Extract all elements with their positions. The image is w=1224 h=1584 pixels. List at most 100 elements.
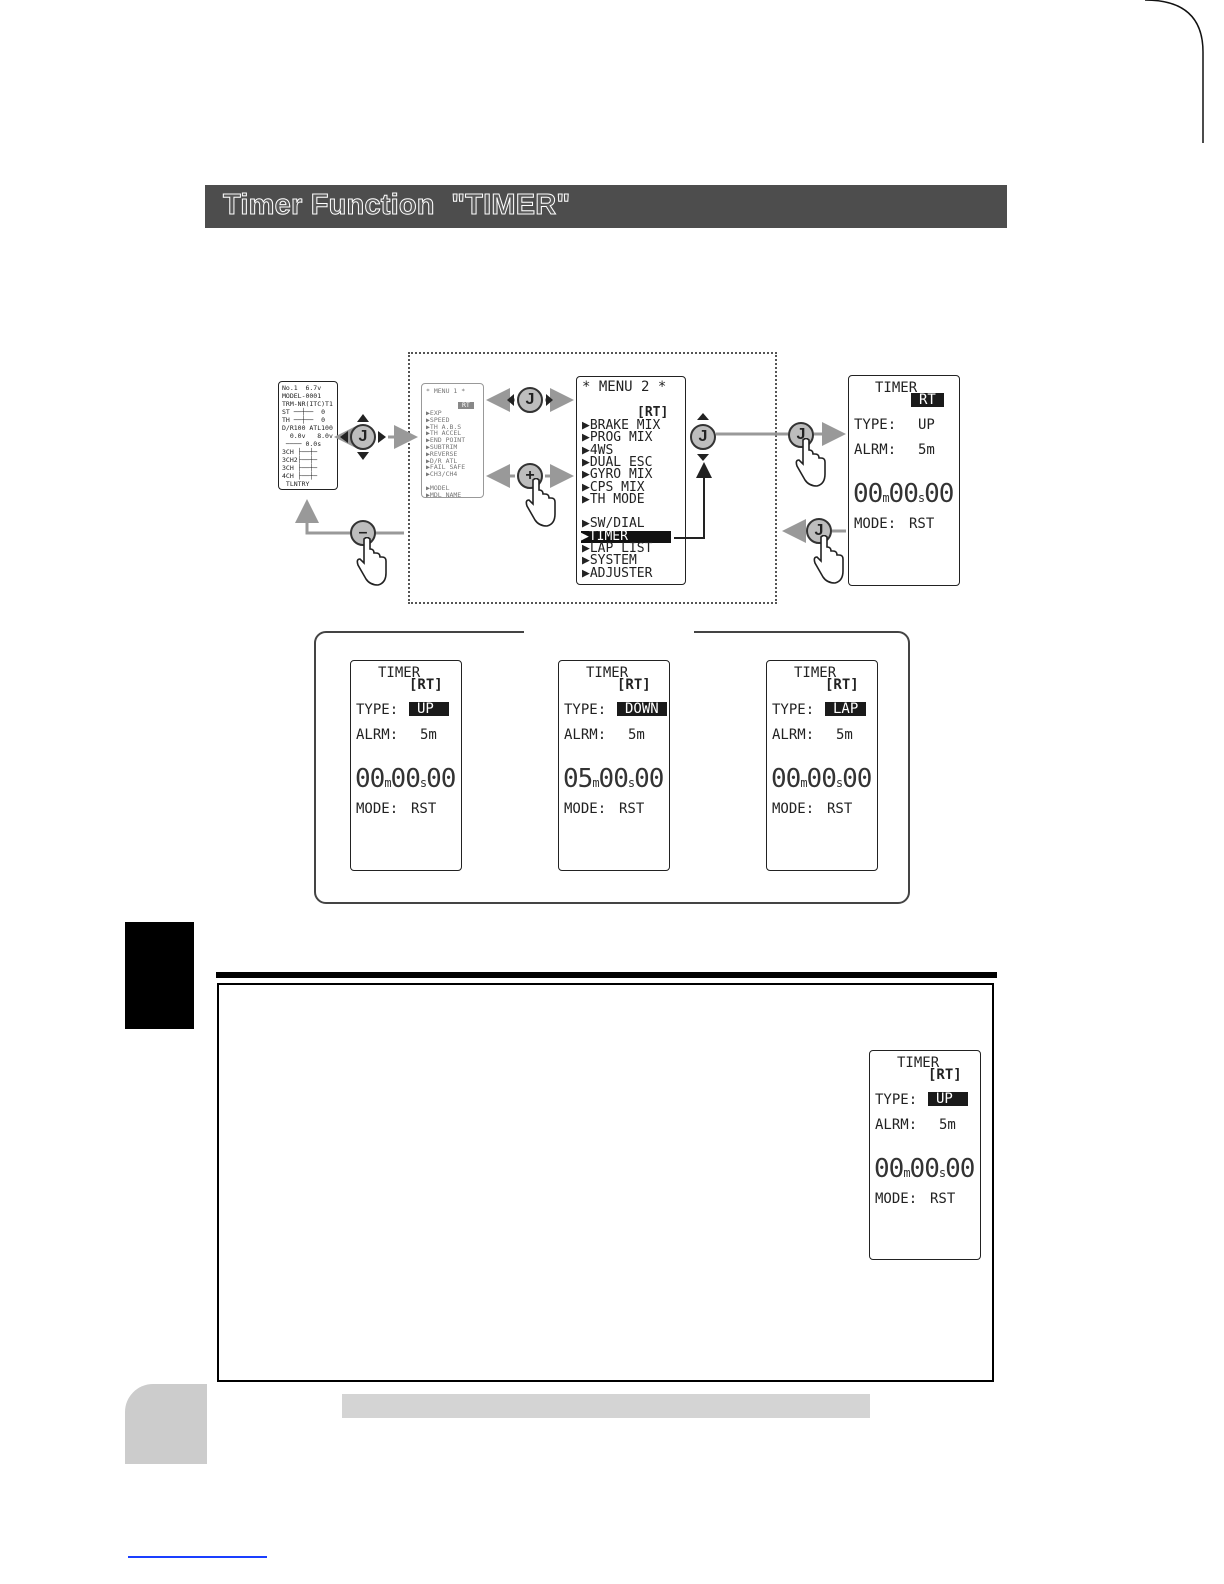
time-min: 00	[853, 479, 883, 509]
mode-value: RST	[909, 516, 935, 532]
menu1-item[interactable]: ▶MDL NAME	[426, 490, 462, 499]
time-unit-m: m	[592, 776, 599, 790]
joystick-pad-icon[interactable]	[338, 412, 388, 462]
joystick-ud-icon	[697, 413, 709, 461]
minus-button[interactable]: –	[350, 520, 376, 546]
home-screen-line: D/R100 ATL100	[282, 424, 333, 432]
home-screen-line: TLNTRY	[282, 480, 314, 488]
timer-type-value: LAP	[825, 702, 867, 716]
menu2-item[interactable]: ▶ADJUSTER	[582, 565, 653, 581]
menu1-item[interactable]: ▶FAIL SAFE	[426, 463, 466, 472]
timer-title: TIMER	[875, 380, 918, 396]
joystick-button-select[interactable]: J	[690, 424, 716, 450]
menu2-item[interactable]: ▶SW/DIAL	[582, 516, 645, 532]
timer-mode-value: RST	[930, 1191, 956, 1207]
home-screen-line: 3CH ├──┼─	[282, 464, 318, 472]
menu2-item[interactable]: ▶DUAL ESC	[582, 454, 653, 470]
time-sec: 00	[909, 1154, 940, 1184]
timer-badge: RT	[911, 393, 944, 407]
menu1-item[interactable]: ▶D/R ATL	[426, 456, 458, 465]
menu1-item[interactable]: ▶SUBTRIM	[426, 443, 458, 451]
menu1-item[interactable]: ▶EXP	[426, 409, 442, 417]
menu1-title: * MENU 1 *	[426, 387, 466, 395]
timer-badge: [RT]	[617, 677, 651, 693]
menu2-item[interactable]: ▶LAP LIST	[582, 541, 653, 556]
timer-badge: [RT]	[928, 1067, 962, 1083]
type-label: TYPE:	[854, 417, 897, 433]
menu2-item[interactable]: ▶BRAKE MIX	[582, 418, 661, 433]
menu1-item[interactable]: ▶END POINT	[426, 436, 466, 445]
timer-mode-label: MODE:	[875, 1191, 918, 1207]
menu2-item-selected[interactable]: ▶TIMER	[581, 530, 671, 543]
joystick-button-menu[interactable]: J	[517, 387, 543, 413]
alarm-label: ALRM:	[854, 442, 897, 458]
time-cs: 00	[842, 764, 872, 794]
timer-alarm-value: 5m	[628, 727, 645, 743]
alarm-value: 5m	[918, 442, 935, 458]
home-screen-line: ST ──┼── 0	[282, 408, 326, 416]
menu2-item[interactable]: ▶PROG MIX	[582, 430, 653, 446]
timer-alarm-label: ALRM:	[772, 727, 815, 743]
timer-mode-label: MODE:	[772, 801, 815, 817]
menu2-item[interactable]: ▶4WS	[582, 442, 614, 458]
menu1-screen: * MENU 1 * RT ▶EXP▶SPEED▶TH A.B.S▶TH ACC…	[421, 383, 484, 498]
side-section-tab	[125, 922, 194, 1029]
timer-badge: [RT]	[825, 677, 859, 693]
timer-alarm-label: ALRM:	[356, 727, 399, 743]
time-unit-s: s	[419, 776, 427, 790]
timer-alarm-label: ALRM:	[564, 727, 607, 743]
time-min: 00	[874, 1154, 904, 1184]
home-screen-line: TH ──┼── 0	[282, 416, 326, 424]
timer-screen: TIMER RT TYPE: UP ALRM: 5m 00m00s00 MODE…	[848, 375, 960, 586]
time-display: 00m00s00	[355, 764, 456, 794]
timer-title: TIMER	[897, 1055, 940, 1071]
timer-alarm-value: 5m	[420, 727, 437, 743]
time-cs: 00	[426, 764, 456, 794]
panel-caption-gap	[524, 626, 694, 636]
time-unit-m: m	[903, 1166, 910, 1180]
mode-label: MODE:	[854, 516, 897, 532]
menu1-item[interactable]: ▶REVERSE	[426, 449, 458, 458]
menu2-item[interactable]: ▶SYSTEM	[582, 553, 637, 569]
timer-alarm-value: 5m	[939, 1117, 956, 1133]
timer-alarm-label: ALRM:	[875, 1117, 918, 1133]
home-screen-line: ──── 0.0s	[282, 440, 322, 448]
menu2-item[interactable]: ▶GYRO MIX	[582, 467, 653, 483]
menu2-item[interactable]: ▶TH MODE	[582, 491, 645, 507]
timer-type-value: UP	[928, 1092, 968, 1106]
menu1-badge: RT	[458, 402, 474, 409]
time-sec: 00	[390, 764, 421, 794]
menu1-item[interactable]: ▶MODEL	[426, 483, 450, 492]
finger-press-icon	[525, 478, 556, 527]
time-unit-s: s	[917, 491, 925, 505]
menu1-item[interactable]: ▶TH ACCEL	[426, 429, 462, 438]
page-number-tab	[125, 1384, 207, 1464]
timer-title: TIMER	[794, 665, 837, 681]
home-screen-line: MODEL-0001	[282, 392, 322, 400]
time-display: 00m00s00	[853, 479, 954, 509]
menu1-item[interactable]: ▶CH3/CH4	[426, 470, 458, 479]
footer-link-underline[interactable]	[128, 1556, 267, 1558]
time-unit-s: s	[938, 1166, 946, 1180]
time-sec: 00	[888, 479, 919, 509]
timer-title: TIMER	[586, 665, 629, 681]
timer-mode-label: MODE:	[356, 801, 399, 817]
timer-badge: [RT]	[409, 677, 443, 693]
time-cs: 00	[634, 764, 664, 794]
menu1-item[interactable]: ▶SPEED	[426, 415, 450, 424]
menu1-item[interactable]: ▶TH A.B.S	[426, 422, 462, 431]
finger-press-icon	[813, 535, 844, 584]
setting-top-rule	[216, 972, 997, 978]
joystick-button-home[interactable]: J	[350, 424, 376, 450]
home-screen-line: No.1 6.7v	[282, 384, 322, 392]
menu2-item[interactable]: ▶CPS MIX	[582, 479, 645, 495]
time-unit-m: m	[384, 776, 391, 790]
timer-type-label: TYPE:	[772, 702, 815, 718]
menu2-screen: * MENU 2 * [RT] ▶BRAKE MIX▶PROG MIX▶4WS▶…	[576, 376, 686, 585]
timer-type-value: UP	[409, 702, 449, 716]
time-unit-s: s	[627, 776, 635, 790]
menu-group-frame	[408, 352, 777, 604]
